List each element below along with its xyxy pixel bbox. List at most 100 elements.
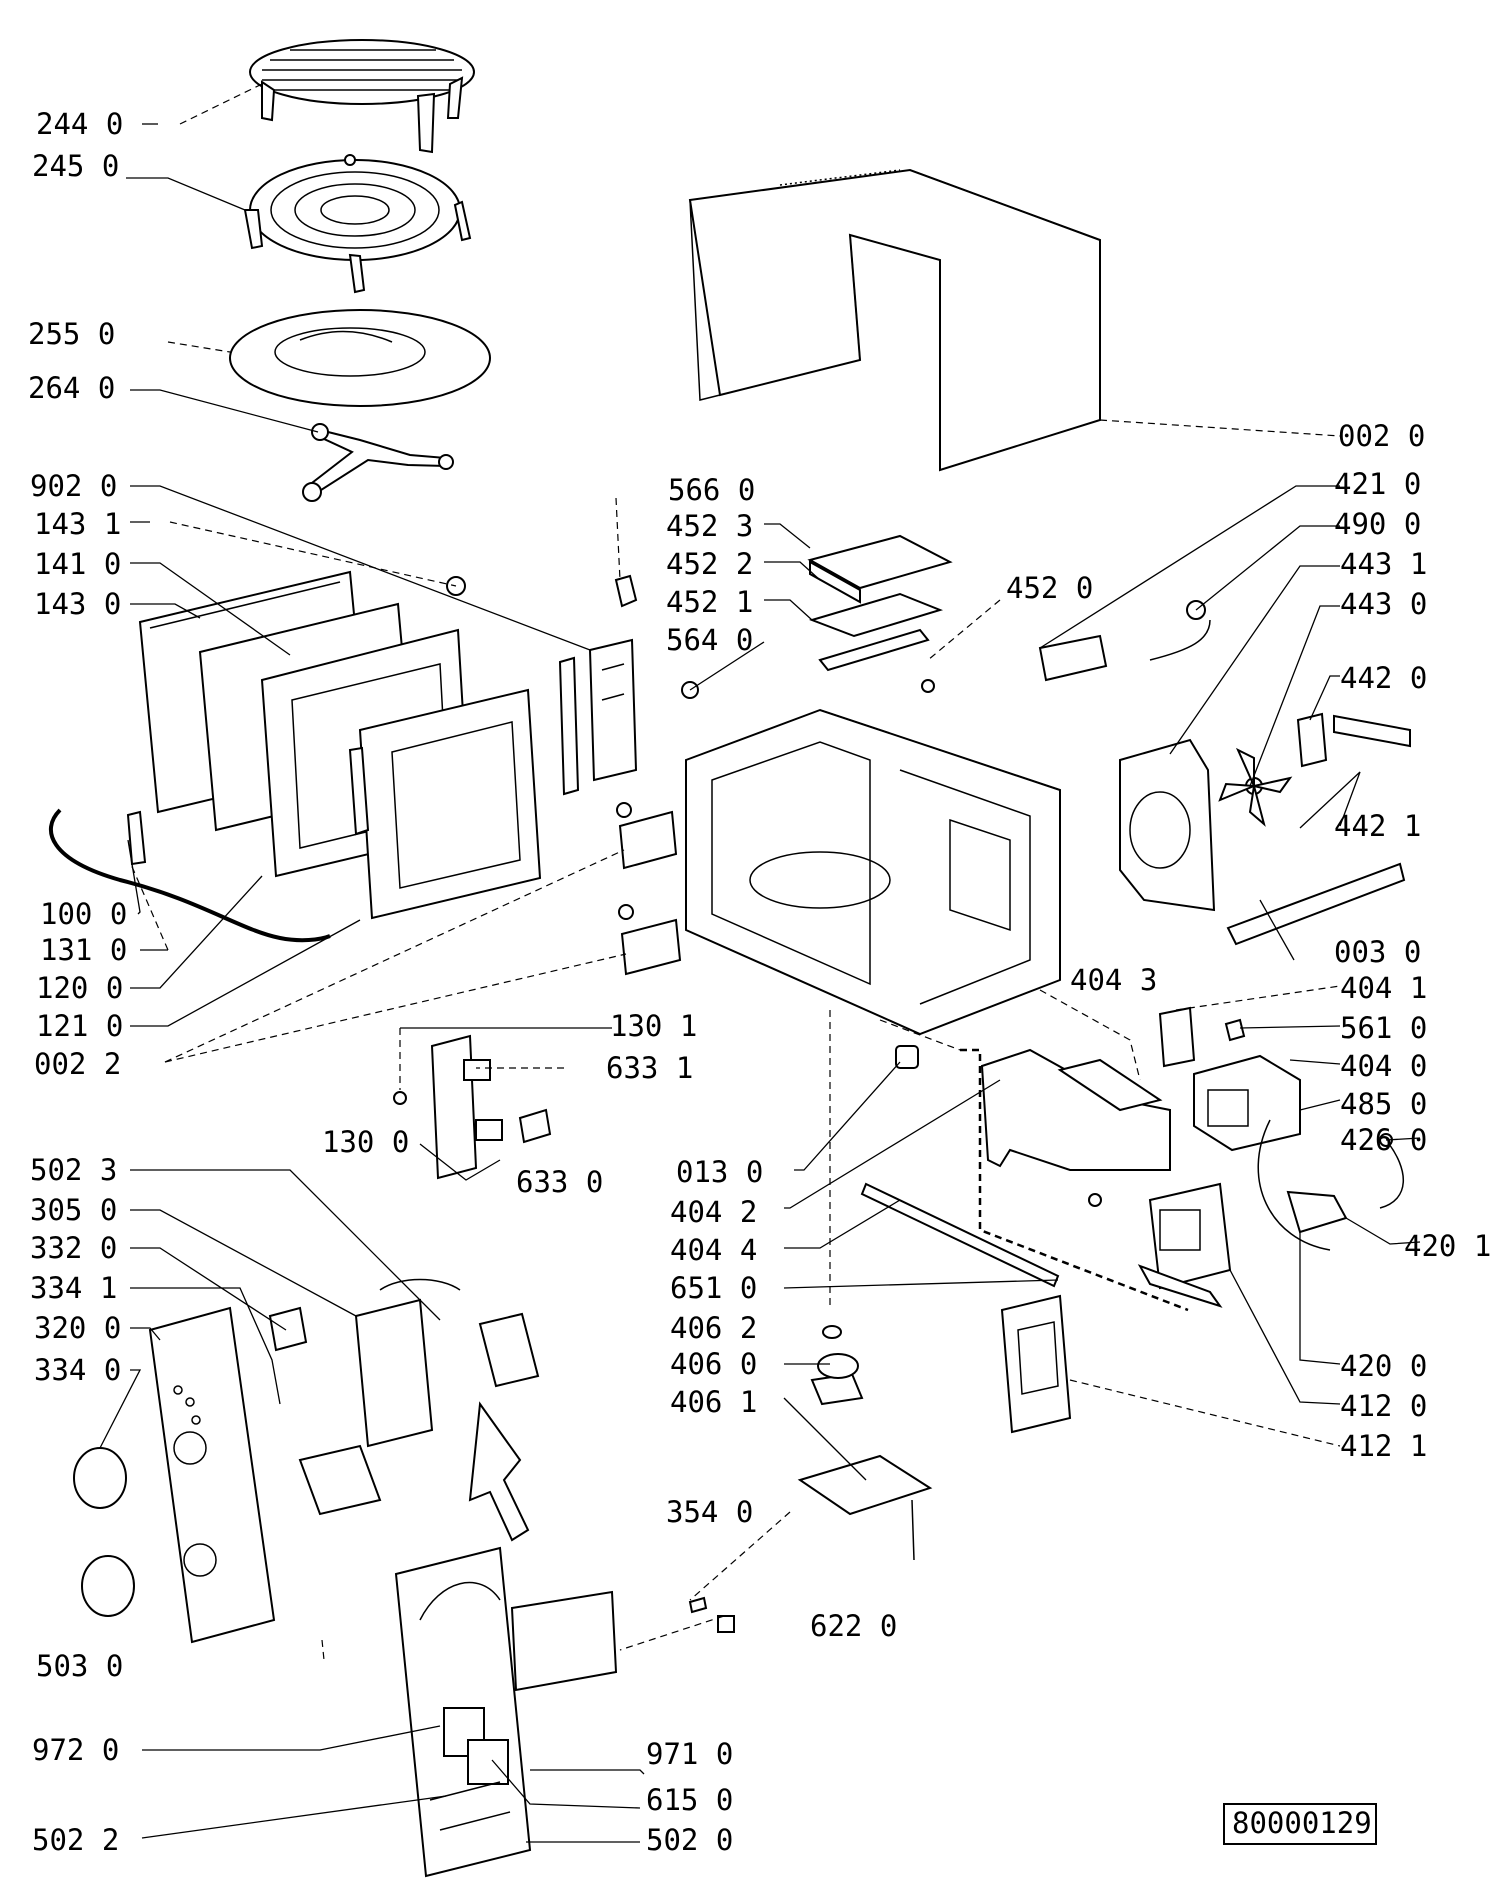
- rail-651: [860, 1182, 1060, 1288]
- label-404-2: 404 2: [670, 1195, 757, 1229]
- oven-cavity: [685, 708, 1061, 1036]
- lamp-cover-452: [807, 534, 953, 693]
- label-972-0: 972 0: [32, 1733, 119, 1767]
- label-406-2: 406 2: [670, 1311, 757, 1345]
- label-443-0: 443 0: [1340, 587, 1427, 621]
- control-board-502: [394, 1546, 618, 1878]
- label-452-2: 452 2: [666, 547, 753, 581]
- label-120-0: 120 0: [36, 971, 123, 1005]
- label-404-1: 404 1: [1340, 971, 1427, 1005]
- label-561-0: 561 0: [1340, 1011, 1427, 1045]
- label-412-1: 412 1: [1340, 1429, 1427, 1463]
- label-100-0: 100 0: [40, 897, 127, 931]
- bracket-412-1: [1000, 1294, 1072, 1434]
- label-334-0: 334 0: [34, 1353, 121, 1387]
- door-seal-100: [49, 808, 331, 943]
- label-334-1: 334 1: [30, 1271, 117, 1305]
- capacitor-421: [1038, 600, 1211, 682]
- label-406-0: 406 0: [670, 1347, 757, 1381]
- knob-334-lower: [81, 1555, 135, 1617]
- label-503-0: 503 0: [36, 1649, 123, 1683]
- callout-labels: 244 0 245 0 255 0 264 0 902 0 143 1 141 …: [28, 107, 1491, 1857]
- label-013-0: 013 0: [676, 1155, 763, 1189]
- door-assembly: [126, 570, 542, 920]
- label-130-0: 130 0: [322, 1125, 409, 1159]
- outer-casing-002: [688, 168, 1101, 472]
- label-566-0: 566 0: [668, 473, 755, 507]
- label-245-0: 245 0: [32, 149, 119, 183]
- leader-lines: [99, 83, 1421, 1843]
- label-633-1: 633 1: [606, 1051, 693, 1085]
- interlock-switch-130: [393, 1034, 552, 1180]
- label-141-0: 141 0: [34, 547, 121, 581]
- label-420-0: 420 0: [1340, 1349, 1427, 1383]
- label-442-0: 442 0: [1340, 661, 1427, 695]
- label-443-1: 443 1: [1340, 547, 1427, 581]
- label-305-0: 305 0: [30, 1193, 117, 1227]
- label-420-1: 420 1: [1404, 1229, 1491, 1263]
- label-615-0: 615 0: [646, 1783, 733, 1817]
- foot-013: [895, 1045, 919, 1069]
- label-452-1: 452 1: [666, 585, 753, 619]
- label-354-0: 354 0: [666, 1495, 753, 1529]
- label-502-3: 502 3: [30, 1153, 117, 1187]
- label-490-0: 490 0: [1334, 507, 1421, 541]
- fan-blades-443-1: [1218, 747, 1293, 827]
- label-452-3: 452 3: [666, 509, 753, 543]
- label-564-0: 564 0: [666, 623, 753, 657]
- label-130-1: 130 1: [610, 1009, 697, 1043]
- fan-housing-443: [1119, 738, 1293, 912]
- label-404-3: 404 3: [1070, 963, 1157, 997]
- label-003-0: 003 0: [1334, 935, 1421, 969]
- label-404-4: 404 4: [670, 1233, 757, 1267]
- magnetron-485: [1158, 1006, 1301, 1152]
- label-442-1: 442 1: [1334, 809, 1421, 843]
- label-264-0: 264 0: [28, 371, 115, 405]
- rack-245: [243, 154, 472, 294]
- label-002-0: 002 0: [1338, 419, 1425, 453]
- knob-334-upper: [73, 1447, 127, 1509]
- roller-support-264: [302, 423, 454, 502]
- label-622-0: 622 0: [810, 1609, 897, 1643]
- label-485-0: 485 0: [1340, 1087, 1427, 1121]
- grill-rack-244: [249, 39, 475, 154]
- turntable-plate-255: [229, 309, 491, 407]
- document-code: 80000129: [1232, 1806, 1372, 1840]
- label-244-0: 244 0: [36, 107, 123, 141]
- part-622: [717, 1615, 735, 1633]
- label-320-0: 320 0: [34, 1311, 121, 1345]
- label-143-0: 143 0: [34, 587, 121, 621]
- label-421-0: 421 0: [1334, 467, 1421, 501]
- document-code-box: 80000129: [1223, 1803, 1377, 1845]
- switch-566: [614, 574, 699, 699]
- label-426-0: 426 0: [1340, 1123, 1427, 1157]
- label-502-0: 502 0: [646, 1823, 733, 1857]
- bar-003: [1226, 862, 1406, 946]
- label-412-0: 412 0: [1340, 1389, 1427, 1423]
- label-902-0: 902 0: [30, 469, 117, 503]
- label-002-2: 002 2: [34, 1047, 121, 1081]
- label-131-0: 131 0: [40, 933, 127, 967]
- hinge-brackets-002-2: [616, 802, 682, 976]
- label-143-1: 143 1: [34, 507, 121, 541]
- transformer-412: [1137, 1182, 1232, 1308]
- label-971-0: 971 0: [646, 1737, 733, 1771]
- cover-plate-354: [797, 1454, 933, 1516]
- latch-bracket-902: [558, 638, 638, 796]
- label-121-0: 121 0: [36, 1009, 123, 1043]
- label-633-0: 633 0: [516, 1165, 603, 1199]
- flip-arrow-symbol: [468, 1401, 530, 1542]
- label-651-0: 651 0: [670, 1271, 757, 1305]
- control-panel-320: [148, 1306, 276, 1644]
- label-406-1: 406 1: [670, 1385, 757, 1419]
- stirrer-motor-406: [810, 1325, 864, 1406]
- motor-442: [1296, 712, 1411, 768]
- label-255-0: 255 0: [28, 317, 115, 351]
- transformer-bracket-404: [980, 1048, 1171, 1207]
- label-502-2: 502 2: [32, 1823, 119, 1857]
- label-332-0: 332 0: [30, 1231, 117, 1265]
- timer-switch-332: [268, 1278, 540, 1516]
- label-452-0: 452 0: [1006, 571, 1093, 605]
- label-404-0: 404 0: [1340, 1049, 1427, 1083]
